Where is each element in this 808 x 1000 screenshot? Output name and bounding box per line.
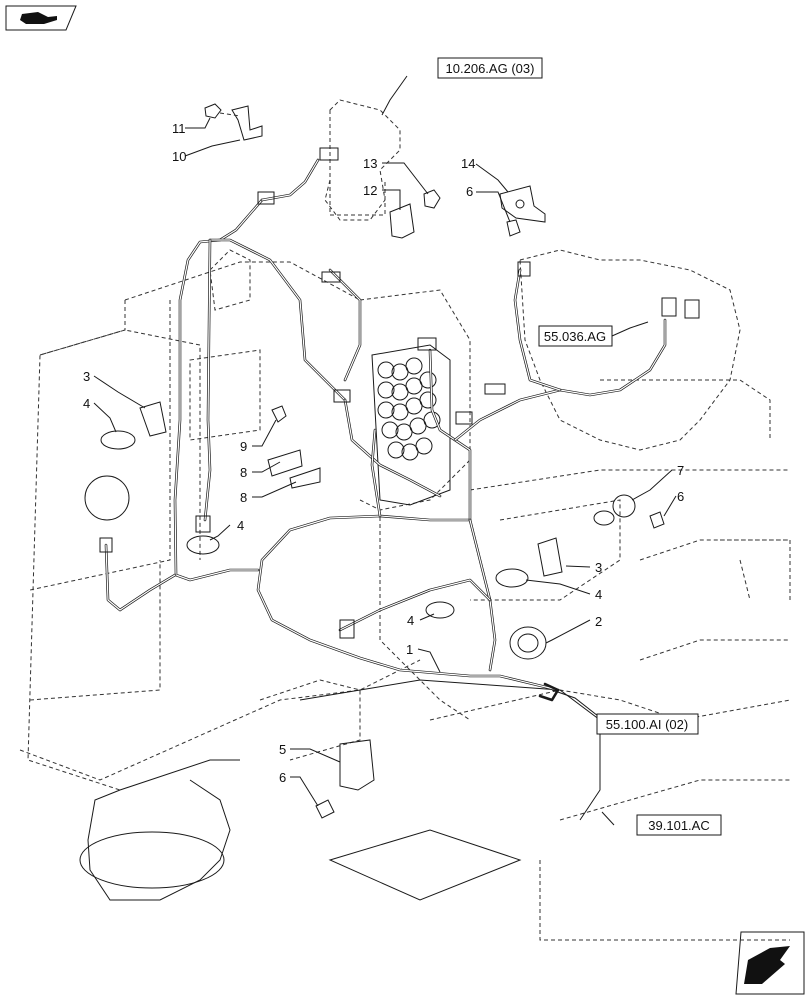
callout-3b: 3 (595, 560, 602, 575)
leader-lines (93, 75, 677, 826)
callout-5: 5 (279, 742, 286, 757)
ref-label-2[interactable]: 55.036.AG (544, 329, 606, 344)
ref-box-2[interactable] (538, 325, 613, 347)
callout-10: 10 (172, 149, 186, 164)
ref-box-1[interactable] (437, 57, 543, 79)
callout-6a: 6 (466, 184, 473, 199)
chassis-frame (79, 679, 601, 901)
callout-13: 13 (363, 156, 377, 171)
callout-7: 7 (677, 463, 684, 478)
ref-label-3[interactable]: 55.100.AI (02) (606, 717, 688, 732)
part-icons (100, 103, 665, 819)
callout-9: 9 (240, 439, 247, 454)
callout-6b: 6 (677, 489, 684, 504)
callout-4a: 4 (83, 396, 90, 411)
ref-label-4[interactable]: 39.101.AC (648, 818, 709, 833)
callout-4d: 4 (407, 613, 414, 628)
callout-12: 12 (363, 183, 377, 198)
hand-pointing-book-icon[interactable] (5, 5, 77, 31)
chassis-outline (19, 99, 791, 941)
callout-3a: 3 (83, 369, 90, 384)
ref-box-3[interactable] (596, 713, 699, 735)
callout-14: 14 (461, 156, 475, 171)
callout-6c: 6 (279, 770, 286, 785)
callout-4b: 4 (237, 518, 244, 533)
ref-box-4[interactable] (636, 814, 722, 836)
harness-connectors (84, 147, 700, 639)
ref-label-1[interactable]: 10.206.AG (03) (446, 61, 535, 76)
callout-11: 11 (172, 121, 186, 136)
callout-2: 2 (595, 614, 602, 629)
callout-8a: 8 (240, 465, 247, 480)
callout-8b: 8 (240, 490, 247, 505)
next-page-arrow-icon[interactable] (735, 931, 805, 995)
wiring-harness (104, 158, 667, 702)
callout-4c: 4 (595, 587, 602, 602)
callout-1: 1 (406, 642, 413, 657)
engine-block (371, 344, 451, 506)
